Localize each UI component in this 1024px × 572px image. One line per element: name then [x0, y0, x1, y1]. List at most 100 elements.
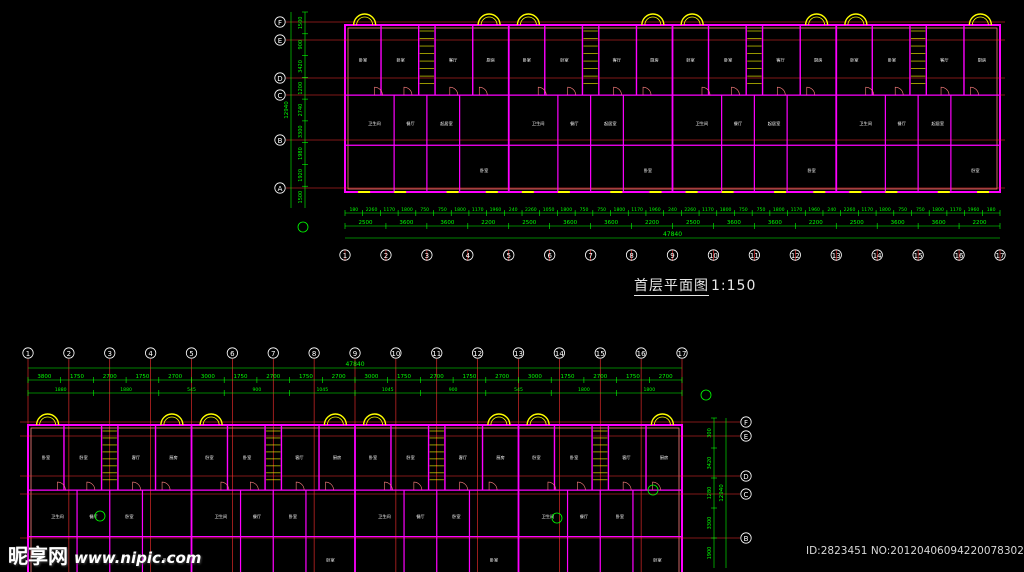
- door-swing: [806, 86, 816, 96]
- door-swing: [374, 86, 383, 96]
- room-label: 卧室: [888, 57, 896, 64]
- axis-bubble: [226, 347, 238, 359]
- dimension-value: 1800: [401, 207, 413, 213]
- door-swing: [537, 86, 547, 96]
- side-dimension-value: 1500: [298, 17, 304, 30]
- dimension-value: 1800: [773, 207, 785, 213]
- annotation-bubble: [647, 484, 659, 496]
- dimension-value: 1750: [561, 374, 575, 380]
- axis-number: 11: [432, 350, 441, 358]
- door-swing: [547, 481, 557, 491]
- room-label: 起居室: [768, 120, 781, 127]
- axis-number: 14: [873, 252, 882, 260]
- dimension-value: 2700: [659, 374, 673, 380]
- room-label: 卧室: [406, 454, 414, 461]
- dimension-value: 2700: [430, 374, 444, 380]
- dimension-value: 1170: [702, 207, 714, 213]
- axis-number: 9: [670, 252, 674, 260]
- room-label: 客厅: [613, 57, 621, 64]
- bay-window-arc-inner: [808, 16, 825, 26]
- axis-letter: C: [744, 491, 749, 499]
- axis-bubble: [912, 249, 924, 261]
- side-dimension-value: 1280: [707, 487, 713, 500]
- room-label: 厨房: [496, 454, 504, 461]
- axis-number: 3: [108, 350, 112, 358]
- axis-number: 10: [391, 350, 400, 358]
- room-label: 卧室: [243, 454, 251, 461]
- room-label: 卧室: [205, 454, 213, 461]
- axis-bubble: [789, 249, 801, 261]
- axis-number: 13: [514, 350, 523, 358]
- bay-window-arc: [323, 413, 348, 426]
- axis-number: 15: [914, 252, 923, 260]
- bay-window-arc-inner: [163, 416, 181, 426]
- axis-bubble: [274, 72, 286, 84]
- axis-bubble: [22, 347, 34, 359]
- axis-bubble: [349, 347, 361, 359]
- door-swing: [652, 481, 661, 491]
- dimension-value: 240: [509, 207, 518, 213]
- bay-window-arc-inner: [847, 16, 865, 26]
- axis-number: 5: [189, 350, 193, 358]
- bay-window-arc: [650, 413, 675, 426]
- room-label: 卧室: [289, 513, 297, 520]
- dimension-value: 2200: [645, 220, 659, 226]
- dimension-value: 240: [827, 207, 836, 213]
- bay-window-arc: [199, 413, 223, 426]
- axis-bubble: [748, 249, 760, 261]
- axis-number: 13: [832, 252, 841, 260]
- side-dimension-value: 900: [298, 40, 304, 50]
- axis-bubble: [740, 488, 752, 500]
- axis-number: 4: [466, 252, 471, 260]
- axis-bubble: [635, 347, 647, 359]
- bay-window-arc-inner: [520, 16, 537, 26]
- dimension-value: 2200: [481, 220, 495, 226]
- axis-bubble: [274, 34, 286, 46]
- dimension-value: 1960: [490, 207, 502, 213]
- axis-letter: D: [277, 75, 282, 83]
- room-label: 卧室: [850, 57, 858, 64]
- axis-bubble: [274, 134, 286, 146]
- side-dimension-value: 3300: [707, 517, 713, 530]
- door-swing: [701, 86, 711, 96]
- side-dimension-value: 1980: [298, 147, 304, 160]
- dimension-value: 2260: [844, 207, 856, 213]
- axis-number: 12: [473, 350, 482, 358]
- axis-bubble: [185, 347, 198, 359]
- room-label: 卧室: [560, 57, 568, 64]
- annotation-bubble: [700, 389, 712, 401]
- dimension-value: 1050: [543, 207, 555, 213]
- dimension-value: 2700: [495, 374, 509, 380]
- dimension-value: 3600: [604, 220, 618, 226]
- dimension-value: 2200: [973, 220, 987, 226]
- axis-bubble: [994, 249, 1006, 261]
- axis-bubble: [462, 249, 474, 261]
- door-swing: [622, 481, 632, 491]
- axis-letter: E: [278, 37, 282, 45]
- axis-bubble: [676, 347, 688, 359]
- bay-window-arc: [526, 413, 550, 426]
- room-label: 卧室: [971, 167, 979, 174]
- door-swing: [731, 86, 740, 96]
- room-label: 厨房: [660, 454, 668, 461]
- axis-number: 6: [230, 350, 235, 358]
- room-label: 卫生间: [859, 120, 872, 127]
- axis-bubble: [953, 249, 965, 261]
- axis-letter: F: [278, 19, 282, 27]
- axis-letter: E: [744, 433, 748, 441]
- axis-number: 7: [588, 252, 592, 260]
- door-swing: [132, 481, 141, 491]
- axis-bubble: [339, 249, 351, 261]
- axis-bubble: [63, 347, 75, 359]
- bay-window-arc: [804, 13, 829, 26]
- dimension-value: 3600: [727, 220, 741, 226]
- room-label: 客厅: [295, 454, 303, 461]
- dimension-value: 2500: [850, 220, 864, 226]
- bay-window-arc: [160, 413, 184, 426]
- room-label: 餐厅: [253, 513, 261, 520]
- dimension-value: 3600: [440, 220, 454, 226]
- bay-window-arc-inner: [653, 416, 671, 426]
- dimension-value: 750: [580, 207, 589, 213]
- side-dimension-value: 1920: [298, 169, 304, 182]
